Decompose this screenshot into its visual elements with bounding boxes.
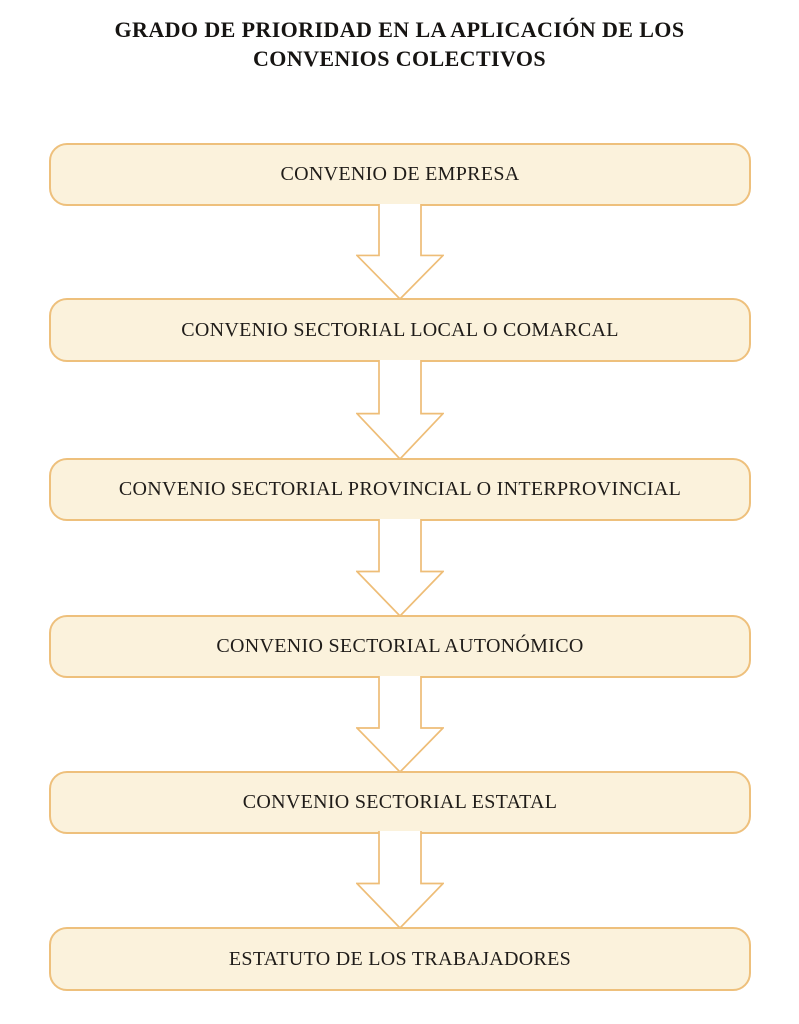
flow-node-label: ESTATUTO DE LOS TRABAJADORES (228, 947, 572, 970)
down-arrow-icon (356, 676, 444, 773)
flow-node-convenio-sectorial-estatal: CONVENIO SECTORIAL ESTATAL (49, 771, 751, 834)
down-arrow-icon (356, 204, 444, 300)
flow-node-convenio-sectorial-provincial-o-interprovincial: CONVENIO SECTORIAL PROVINCIAL O INTERPRO… (49, 458, 751, 521)
diagram-title: GRADO DE PRIORIDAD EN LA APLICACIÓN DE L… (0, 16, 799, 73)
down-arrow-icon (356, 519, 444, 617)
flow-node-label: CONVENIO DE EMPRESA (280, 163, 520, 185)
down-arrow-icon (356, 360, 444, 460)
diagram-title-line1: GRADO DE PRIORIDAD EN LA APLICACIÓN DE L… (114, 17, 685, 42)
flow-node-convenio-sectorial-autonomico: CONVENIO SECTORIAL AUTONÓMICO (49, 615, 751, 678)
diagram-title-line2: CONVENIOS COLECTIVOS (252, 45, 546, 71)
down-arrow-icon (356, 831, 444, 929)
flow-node-convenio-de-empresa: CONVENIO DE EMPRESA (49, 143, 751, 206)
flow-node-label: CONVENIO SECTORIAL ESTATAL (242, 791, 558, 813)
flow-node-label: CONVENIO SECTORIAL PROVINCIAL O INTERPRO… (118, 478, 682, 500)
flow-node-label: CONVENIO SECTORIAL AUTONÓMICO (216, 635, 584, 657)
flow-node-convenio-sectorial-local-o-comarcal: CONVENIO SECTORIAL LOCAL O COMARCAL (49, 298, 751, 362)
flow-node-estatuto-de-los-trabajadores: ESTATUTO DE LOS TRABAJADORES (49, 927, 751, 991)
flow-node-label: CONVENIO SECTORIAL LOCAL O COMARCAL (181, 318, 619, 341)
